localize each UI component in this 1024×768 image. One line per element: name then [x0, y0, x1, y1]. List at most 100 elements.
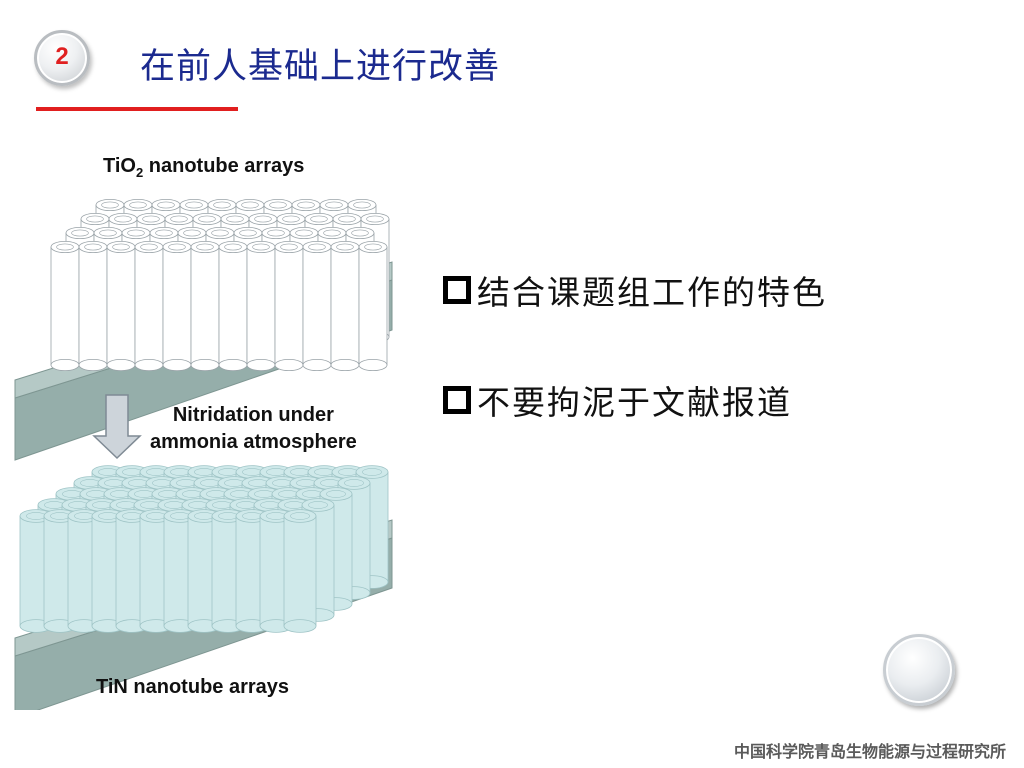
- tio2-nanotube-opening: [325, 201, 343, 209]
- tio2-nanotube-opening: [99, 229, 117, 237]
- tio2-nanotube-base: [218, 358, 248, 371]
- tio2-nanotube: [358, 246, 388, 366]
- tio2-nanotube-rim: [235, 199, 265, 212]
- nanotube-figure: TiO2 nanotube arrays Nitridation under a…: [0, 140, 420, 710]
- tio2-nanotube-base: [246, 358, 276, 371]
- tio2-nanotube-rim: [162, 241, 192, 254]
- tio2-nanotube-rim: [289, 227, 319, 240]
- tio2-nanotube-opening: [239, 229, 257, 237]
- tio2-nanotube-opening: [129, 201, 147, 209]
- tio2-nanotube-opening: [364, 243, 382, 251]
- tin-nanotube-rim: [301, 498, 335, 512]
- bullet-item: 结合课题组工作的特色: [443, 266, 827, 314]
- tio2-nanotube-base: [190, 358, 220, 371]
- tio2-nanotube-opening: [269, 201, 287, 209]
- tio2-nanotube: [218, 246, 248, 366]
- tio2-nanotube-opening: [323, 229, 341, 237]
- tio2-nanotube-rim: [360, 213, 390, 226]
- tio2-nanotube: [162, 246, 192, 366]
- tio2-nanotube-opening: [86, 215, 104, 223]
- tio2-nanotube-opening: [252, 243, 270, 251]
- tio2-nanotube-rim: [95, 199, 125, 212]
- tio2-nanotube-base: [134, 358, 164, 371]
- tio2-nanotube-opening: [338, 215, 356, 223]
- tin-nanotube: [283, 515, 317, 627]
- tio2-nanotube-rim: [78, 241, 108, 254]
- tio2-nanotube-rim: [218, 241, 248, 254]
- tio2-nanotube-rim: [304, 213, 334, 226]
- tio2-nanotube-rim: [80, 213, 110, 226]
- tio2-label-main: TiO: [103, 155, 136, 177]
- tio2-nanotube-rim: [358, 241, 388, 254]
- tio2-nanotube-rim: [93, 227, 123, 240]
- tio2-nanotube: [134, 246, 164, 366]
- tio2-nanotube-opening: [56, 243, 74, 251]
- nitridation-label-line1: Nitridation under: [172, 404, 334, 426]
- tio2-nanotube: [190, 246, 220, 366]
- tio2-nanotube-opening: [353, 201, 371, 209]
- tin-nanotube-opening: [362, 468, 382, 476]
- tio2-nanotube-rim: [108, 213, 138, 226]
- tio2-nanotube-opening: [213, 201, 231, 209]
- tio2-nanotube-rim: [192, 213, 222, 226]
- tio2-nanotube-rim: [345, 227, 375, 240]
- nav-button-icon[interactable]: [883, 634, 955, 706]
- tio2-nanotube-opening: [185, 201, 203, 209]
- tin-nanotube-opening: [326, 490, 346, 498]
- tio2-nanotube-opening: [127, 229, 145, 237]
- hollow-square-bullet-icon: [443, 386, 471, 414]
- tin-nanotube-base: [283, 619, 317, 633]
- tio2-nanotube-opening: [71, 229, 89, 237]
- tio2-nanotube-rim: [106, 241, 136, 254]
- slide-title: 在前人基础上进行改善: [140, 47, 501, 87]
- tio2-nanotube-rim: [246, 241, 276, 254]
- tio2-nanotube-opening: [224, 243, 242, 251]
- tio2-nanotube-opening: [267, 229, 285, 237]
- tin-label: TiN nanotube arrays: [96, 676, 290, 698]
- tio2-nanotube-opening: [211, 229, 229, 237]
- tio2-nanotube: [302, 246, 332, 366]
- tio2-nanotube-opening: [241, 201, 259, 209]
- tio2-nanotube-opening: [366, 215, 384, 223]
- tin-nanotube-rim: [319, 487, 353, 501]
- tio2-nanotube-rim: [261, 227, 291, 240]
- tio2-nanotube-opening: [198, 215, 216, 223]
- tio2-nanotube-rim: [330, 241, 360, 254]
- tio2-nanotube-rim: [248, 213, 278, 226]
- tio2-nanotube-rim: [319, 199, 349, 212]
- tio2-nanotube-opening: [254, 215, 272, 223]
- tio2-nanotube-opening: [142, 215, 160, 223]
- slide-number: 2: [55, 43, 69, 70]
- tio2-label-subscript: 2: [135, 165, 144, 180]
- tio2-nanotube-rim: [65, 227, 95, 240]
- tio2-nanotube-rim: [151, 199, 181, 212]
- tio2-nanotube-opening: [84, 243, 102, 251]
- tio2-nanotube-base: [330, 358, 360, 371]
- tio2-nanotube-rim: [177, 227, 207, 240]
- tio2-nanotube-opening: [101, 201, 119, 209]
- tio2-nanotube-base: [302, 358, 332, 371]
- nanotube-diagram: [14, 199, 393, 710]
- tio2-nanotube-opening: [282, 215, 300, 223]
- tio2-nanotube-opening: [170, 215, 188, 223]
- tio2-nanotube-rim: [50, 241, 80, 254]
- tio2-nanotube-rim: [149, 227, 179, 240]
- tio2-nanotube-rim: [274, 241, 304, 254]
- tio2-nanotube-opening: [140, 243, 158, 251]
- footer-institution: 中国科学院青岛生物能源与过程研究所: [733, 742, 1006, 761]
- nitridation-label: Nitridation under ammonia atmosphere: [150, 402, 357, 456]
- tio2-nanotube: [330, 246, 360, 366]
- tin-nanotube-rim: [355, 465, 389, 479]
- tio2-nanotube-rim: [134, 241, 164, 254]
- tio2-nanotube-rim: [263, 199, 293, 212]
- tio2-nanotube-opening: [308, 243, 326, 251]
- tio2-nanotube-base: [274, 358, 304, 371]
- tio2-nanotube-opening: [157, 201, 175, 209]
- tio2-nanotube-rim: [121, 227, 151, 240]
- hollow-square-bullet-icon: [443, 276, 471, 304]
- tio2-nanotube-base: [162, 358, 192, 371]
- tio2-nanotube-rim: [233, 227, 263, 240]
- bullet-text: 结合课题组工作的特色: [477, 273, 827, 312]
- tio2-nanotube-rim: [123, 199, 153, 212]
